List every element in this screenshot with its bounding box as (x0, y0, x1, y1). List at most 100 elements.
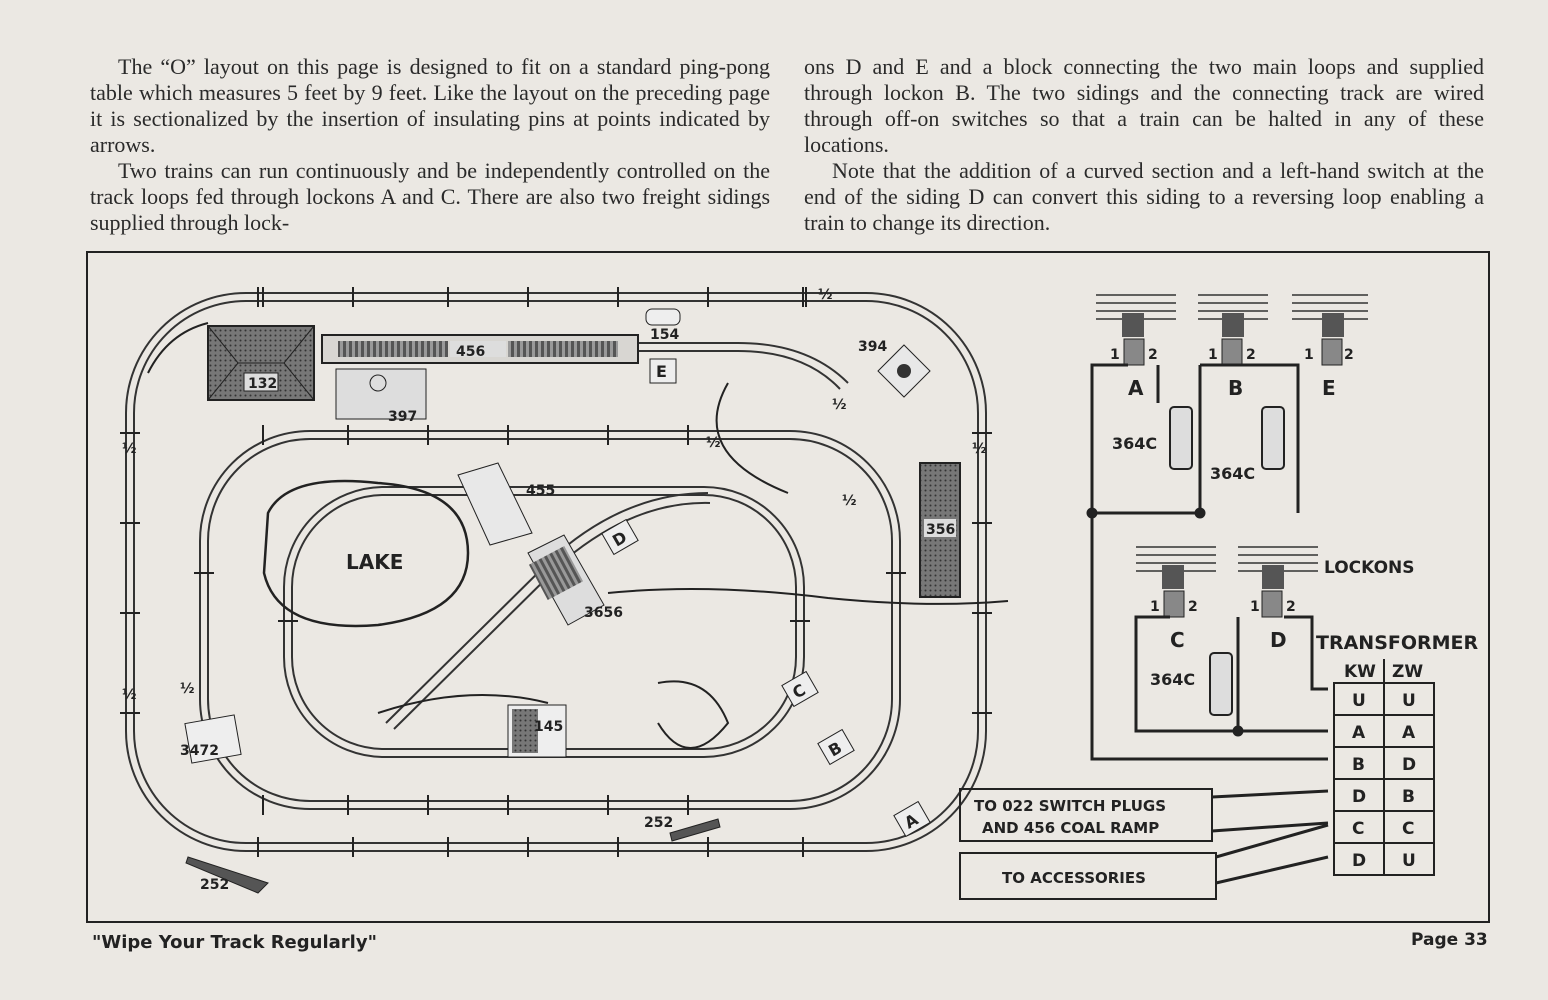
svg-text:356: 356 (926, 522, 955, 538)
lockon-e: 1 2 E (1292, 294, 1368, 400)
svg-text:2: 2 (1148, 347, 1158, 363)
svg-text:A: A (1352, 723, 1366, 743)
svg-text:2: 2 (1286, 599, 1296, 615)
siding-d-track (385, 492, 711, 730)
accessory-397: 397 (335, 368, 427, 425)
svg-text:U: U (1402, 851, 1416, 871)
track-lockon-tags: A B C D E (601, 358, 931, 838)
svg-text:D: D (1270, 628, 1287, 652)
svg-text:1: 1 (1304, 347, 1314, 363)
locomotive-252-a: 252 (185, 856, 269, 894)
svg-text:154: 154 (650, 327, 679, 343)
text-column-left: The “O” layout on this page is designed … (90, 54, 770, 236)
svg-text:U: U (1352, 691, 1366, 711)
svg-text:3472: 3472 (180, 743, 219, 759)
svg-text:ZW: ZW (1392, 662, 1423, 682)
accessory-145: 145 (507, 704, 567, 758)
svg-text:AND 456 COAL RAMP: AND 456 COAL RAMP (982, 819, 1159, 837)
transformer-table: KW ZW U U A A B D D B C C D U (1333, 659, 1435, 876)
lake-outline (262, 479, 470, 628)
svg-text:B: B (1352, 755, 1365, 775)
svg-text:D: D (1352, 787, 1366, 807)
svg-text:2: 2 (1188, 599, 1198, 615)
track-ties (120, 287, 992, 857)
svg-text:½: ½ (122, 687, 137, 703)
svg-text:394: 394 (858, 339, 887, 355)
svg-text:252: 252 (644, 815, 673, 831)
svg-text:A: A (1128, 376, 1144, 400)
svg-text:1: 1 (1250, 599, 1260, 615)
svg-text:E: E (656, 362, 667, 381)
svg-text:C: C (1352, 819, 1364, 839)
svg-text:456: 456 (456, 344, 485, 360)
svg-text:D: D (1352, 851, 1366, 871)
svg-text:252: 252 (200, 877, 229, 893)
svg-text:145: 145 (534, 719, 563, 735)
svg-text:½: ½ (972, 441, 987, 457)
accessory-356: 356 (919, 462, 961, 598)
accessories-box: TO ACCESSORIES (959, 852, 1217, 900)
lockon-a: 1 2 A (1096, 294, 1176, 400)
svg-text:½: ½ (122, 441, 137, 457)
lower-wires (1090, 513, 1328, 761)
svg-text:TO ACCESSORIES: TO ACCESSORIES (1002, 869, 1146, 887)
svg-text:364C: 364C (1210, 464, 1255, 483)
track-diagram-svg: LAKE 132 456 154 397 394 (120, 287, 1479, 900)
svg-text:397: 397 (388, 409, 417, 425)
svg-text:B: B (1402, 787, 1415, 807)
paragraph: Two trains can run continuously and be i… (90, 158, 770, 235)
paragraph: ons D and E and a block connecting the t… (804, 54, 1484, 157)
svg-text:3656: 3656 (584, 605, 623, 621)
svg-text:D: D (1402, 755, 1416, 775)
page-number: Page 33 (1411, 930, 1488, 950)
paragraph: Note that the addition of a curved secti… (804, 158, 1484, 235)
accessory-455: 455 (457, 462, 555, 546)
locomotive-252-b: 252 (644, 815, 721, 842)
switch-364c-upper-2: 364C (1210, 406, 1285, 483)
station-132: 132 (207, 325, 315, 401)
lake-label: LAKE (346, 550, 403, 574)
svg-text:U: U (1402, 691, 1416, 711)
svg-text:E: E (1322, 376, 1336, 400)
terrain-lines (147, 322, 1009, 749)
lockon-d: 1 2 D (1238, 546, 1318, 652)
svg-text:1: 1 (1150, 599, 1160, 615)
paragraph: The “O” layout on this page is designed … (90, 54, 770, 157)
svg-text:364C: 364C (1112, 434, 1157, 453)
accessory-394: 394 (858, 339, 931, 398)
accessory-3656: 3656 (527, 534, 623, 626)
wiring-diagram: 1 2 A 1 2 B 1 2 E (959, 294, 1479, 900)
svg-text:A: A (1402, 723, 1416, 743)
svg-text:1: 1 (1110, 347, 1120, 363)
svg-text:½: ½ (842, 493, 857, 509)
lockon-c: 1 2 C (1136, 546, 1216, 652)
svg-text:KW: KW (1344, 662, 1376, 682)
outer-loop-track (125, 292, 987, 852)
switch-plugs-box: TO 022 SWITCH PLUGS AND 456 COAL RAMP (959, 788, 1213, 842)
half-section-markers: ½ ½ ½ ½ ½ ½ ½ ½ (122, 287, 987, 703)
text-column-right: ons D and E and a block connecting the t… (804, 54, 1484, 236)
accessory-154: 154 (645, 308, 681, 343)
accessory-3472: 3472 (180, 714, 242, 764)
siding-e-track (328, 342, 849, 390)
svg-text:1: 1 (1208, 347, 1218, 363)
svg-text:TO 022 SWITCH PLUGS: TO 022 SWITCH PLUGS (974, 797, 1166, 815)
svg-text:132: 132 (248, 376, 277, 392)
layout-diagram: LAKE 132 456 154 397 394 (86, 251, 1490, 923)
coal-ramp-456: 456 (321, 334, 639, 364)
svg-text:½: ½ (180, 681, 195, 697)
footer-motto: "Wipe Your Track Regularly" (92, 932, 377, 953)
box-wires (1211, 789, 1329, 885)
svg-text:C: C (1170, 628, 1185, 652)
svg-text:364C: 364C (1150, 670, 1195, 689)
switch-364c-upper-1: 364C (1112, 406, 1193, 470)
svg-text:½: ½ (818, 287, 833, 303)
lockon-b: 1 2 B (1198, 294, 1268, 400)
lockons-title: LOCKONS (1324, 558, 1415, 578)
svg-text:½: ½ (832, 397, 847, 413)
svg-text:2: 2 (1344, 347, 1354, 363)
transformer-title: TRANSFORMER (1316, 632, 1479, 654)
svg-text:B: B (1228, 376, 1243, 400)
switch-364c-lower: 364C (1150, 652, 1233, 716)
svg-text:½: ½ (706, 435, 721, 451)
